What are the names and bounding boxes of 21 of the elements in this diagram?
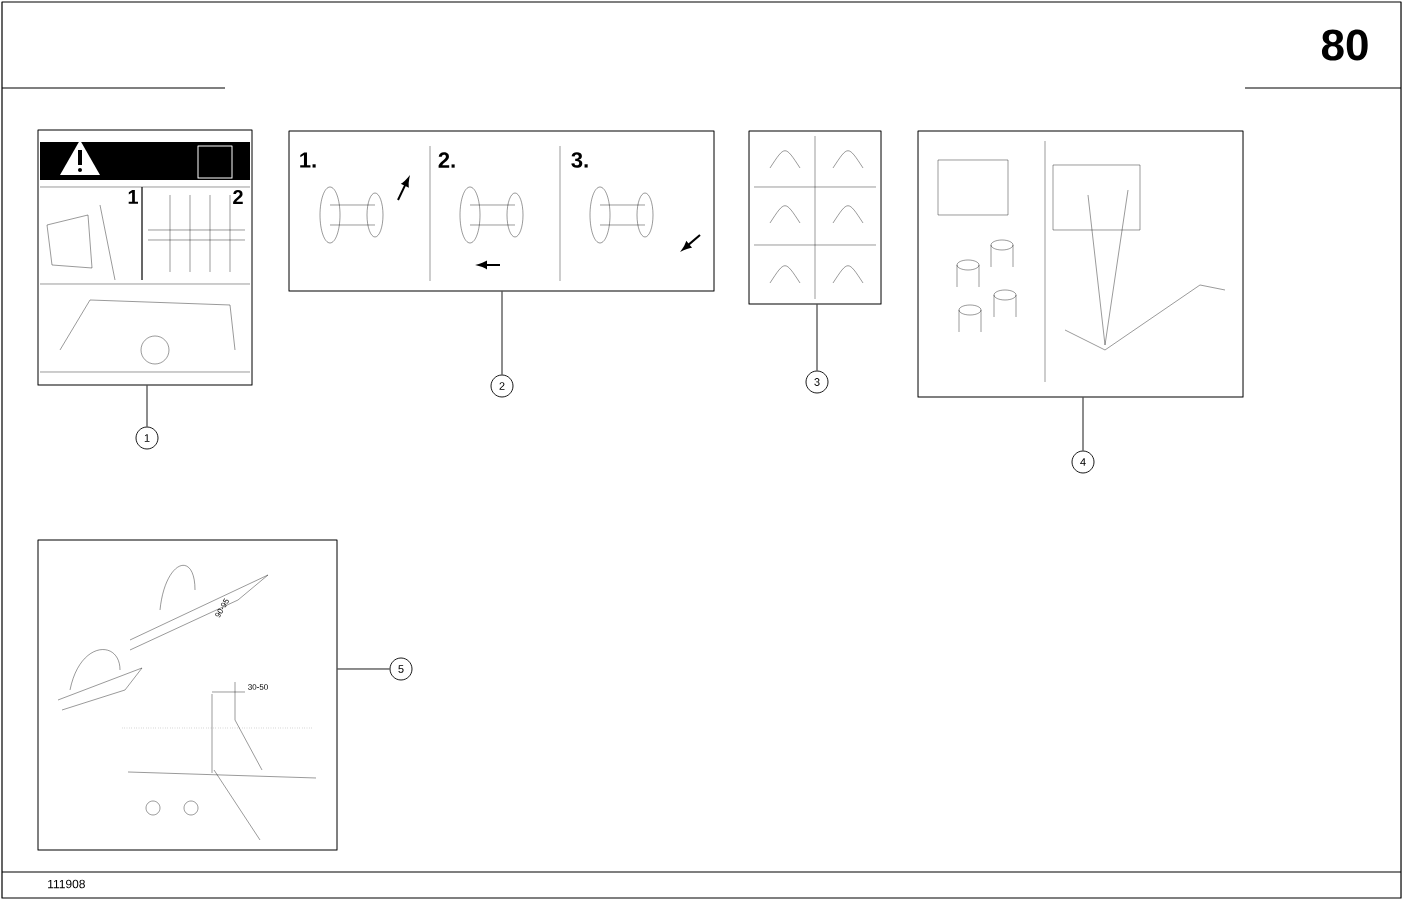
step-number: 3. [571,152,588,168]
callout-number: 4 [1071,450,1095,474]
leader-line [337,668,390,670]
decal-picture [37,539,338,851]
leader-line [816,304,818,371]
callout-number: 5 [389,657,413,681]
callout-number: 1 [135,426,159,450]
step-number: 2 [233,190,243,204]
step-number: 2. [438,152,455,168]
page-number: 80 [1321,29,1368,61]
decal-picture [917,130,1244,398]
callout-number: 2 [490,374,514,398]
leader-line [501,291,503,375]
leader-line [1082,397,1084,451]
document-number: 111908 [48,879,85,889]
callout-number: 3 [805,370,829,394]
dimension-text: 30-50 [248,684,268,690]
step-number: 1 [128,190,138,204]
step-number: 1. [300,152,316,168]
leader-line [146,385,148,427]
decal-picture [288,130,715,292]
